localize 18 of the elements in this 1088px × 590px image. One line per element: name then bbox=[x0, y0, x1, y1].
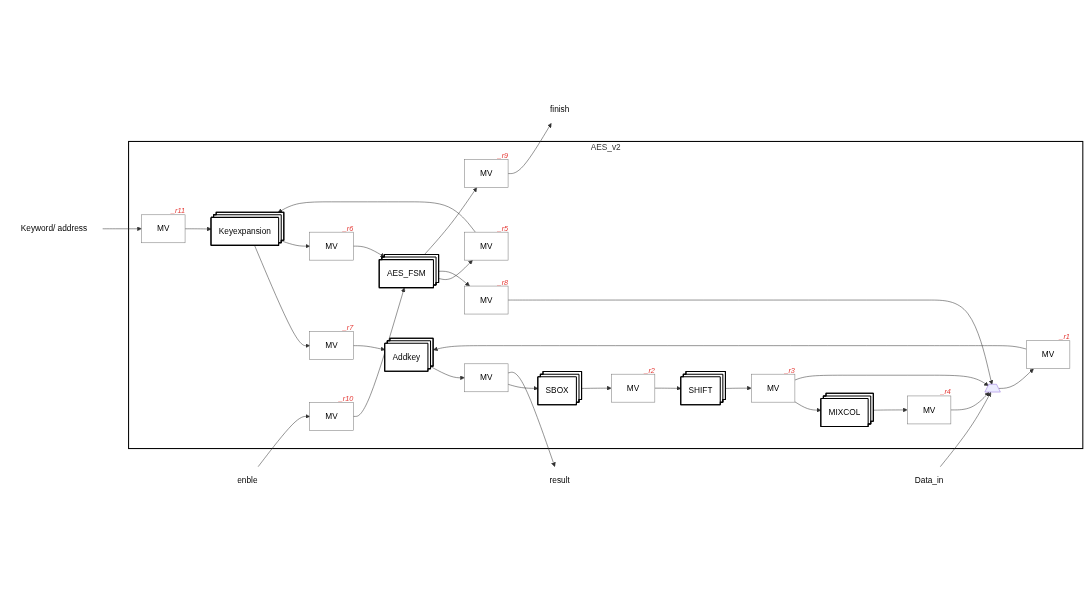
node-box: MV bbox=[464, 363, 509, 393]
node-box: MV bbox=[309, 331, 354, 360]
node-box: MV bbox=[464, 231, 509, 261]
node-text: finish bbox=[550, 104, 570, 114]
node-box: MV bbox=[751, 373, 796, 403]
node-text: Keyword/ address bbox=[20, 224, 88, 233]
node-text: Data_in bbox=[914, 476, 944, 485]
node-box: MV bbox=[464, 159, 509, 188]
node-box: MV bbox=[309, 402, 354, 431]
node-text: enble bbox=[237, 476, 258, 485]
node-text: result bbox=[549, 476, 570, 485]
node-box: MV bbox=[1026, 340, 1071, 369]
node-box: MV bbox=[611, 373, 656, 403]
node-box: MV bbox=[907, 395, 952, 425]
node-trapezoid bbox=[984, 384, 1001, 393]
node-box: MV bbox=[309, 231, 354, 261]
node-box: MV bbox=[464, 285, 509, 315]
node-box: MV bbox=[141, 214, 186, 244]
